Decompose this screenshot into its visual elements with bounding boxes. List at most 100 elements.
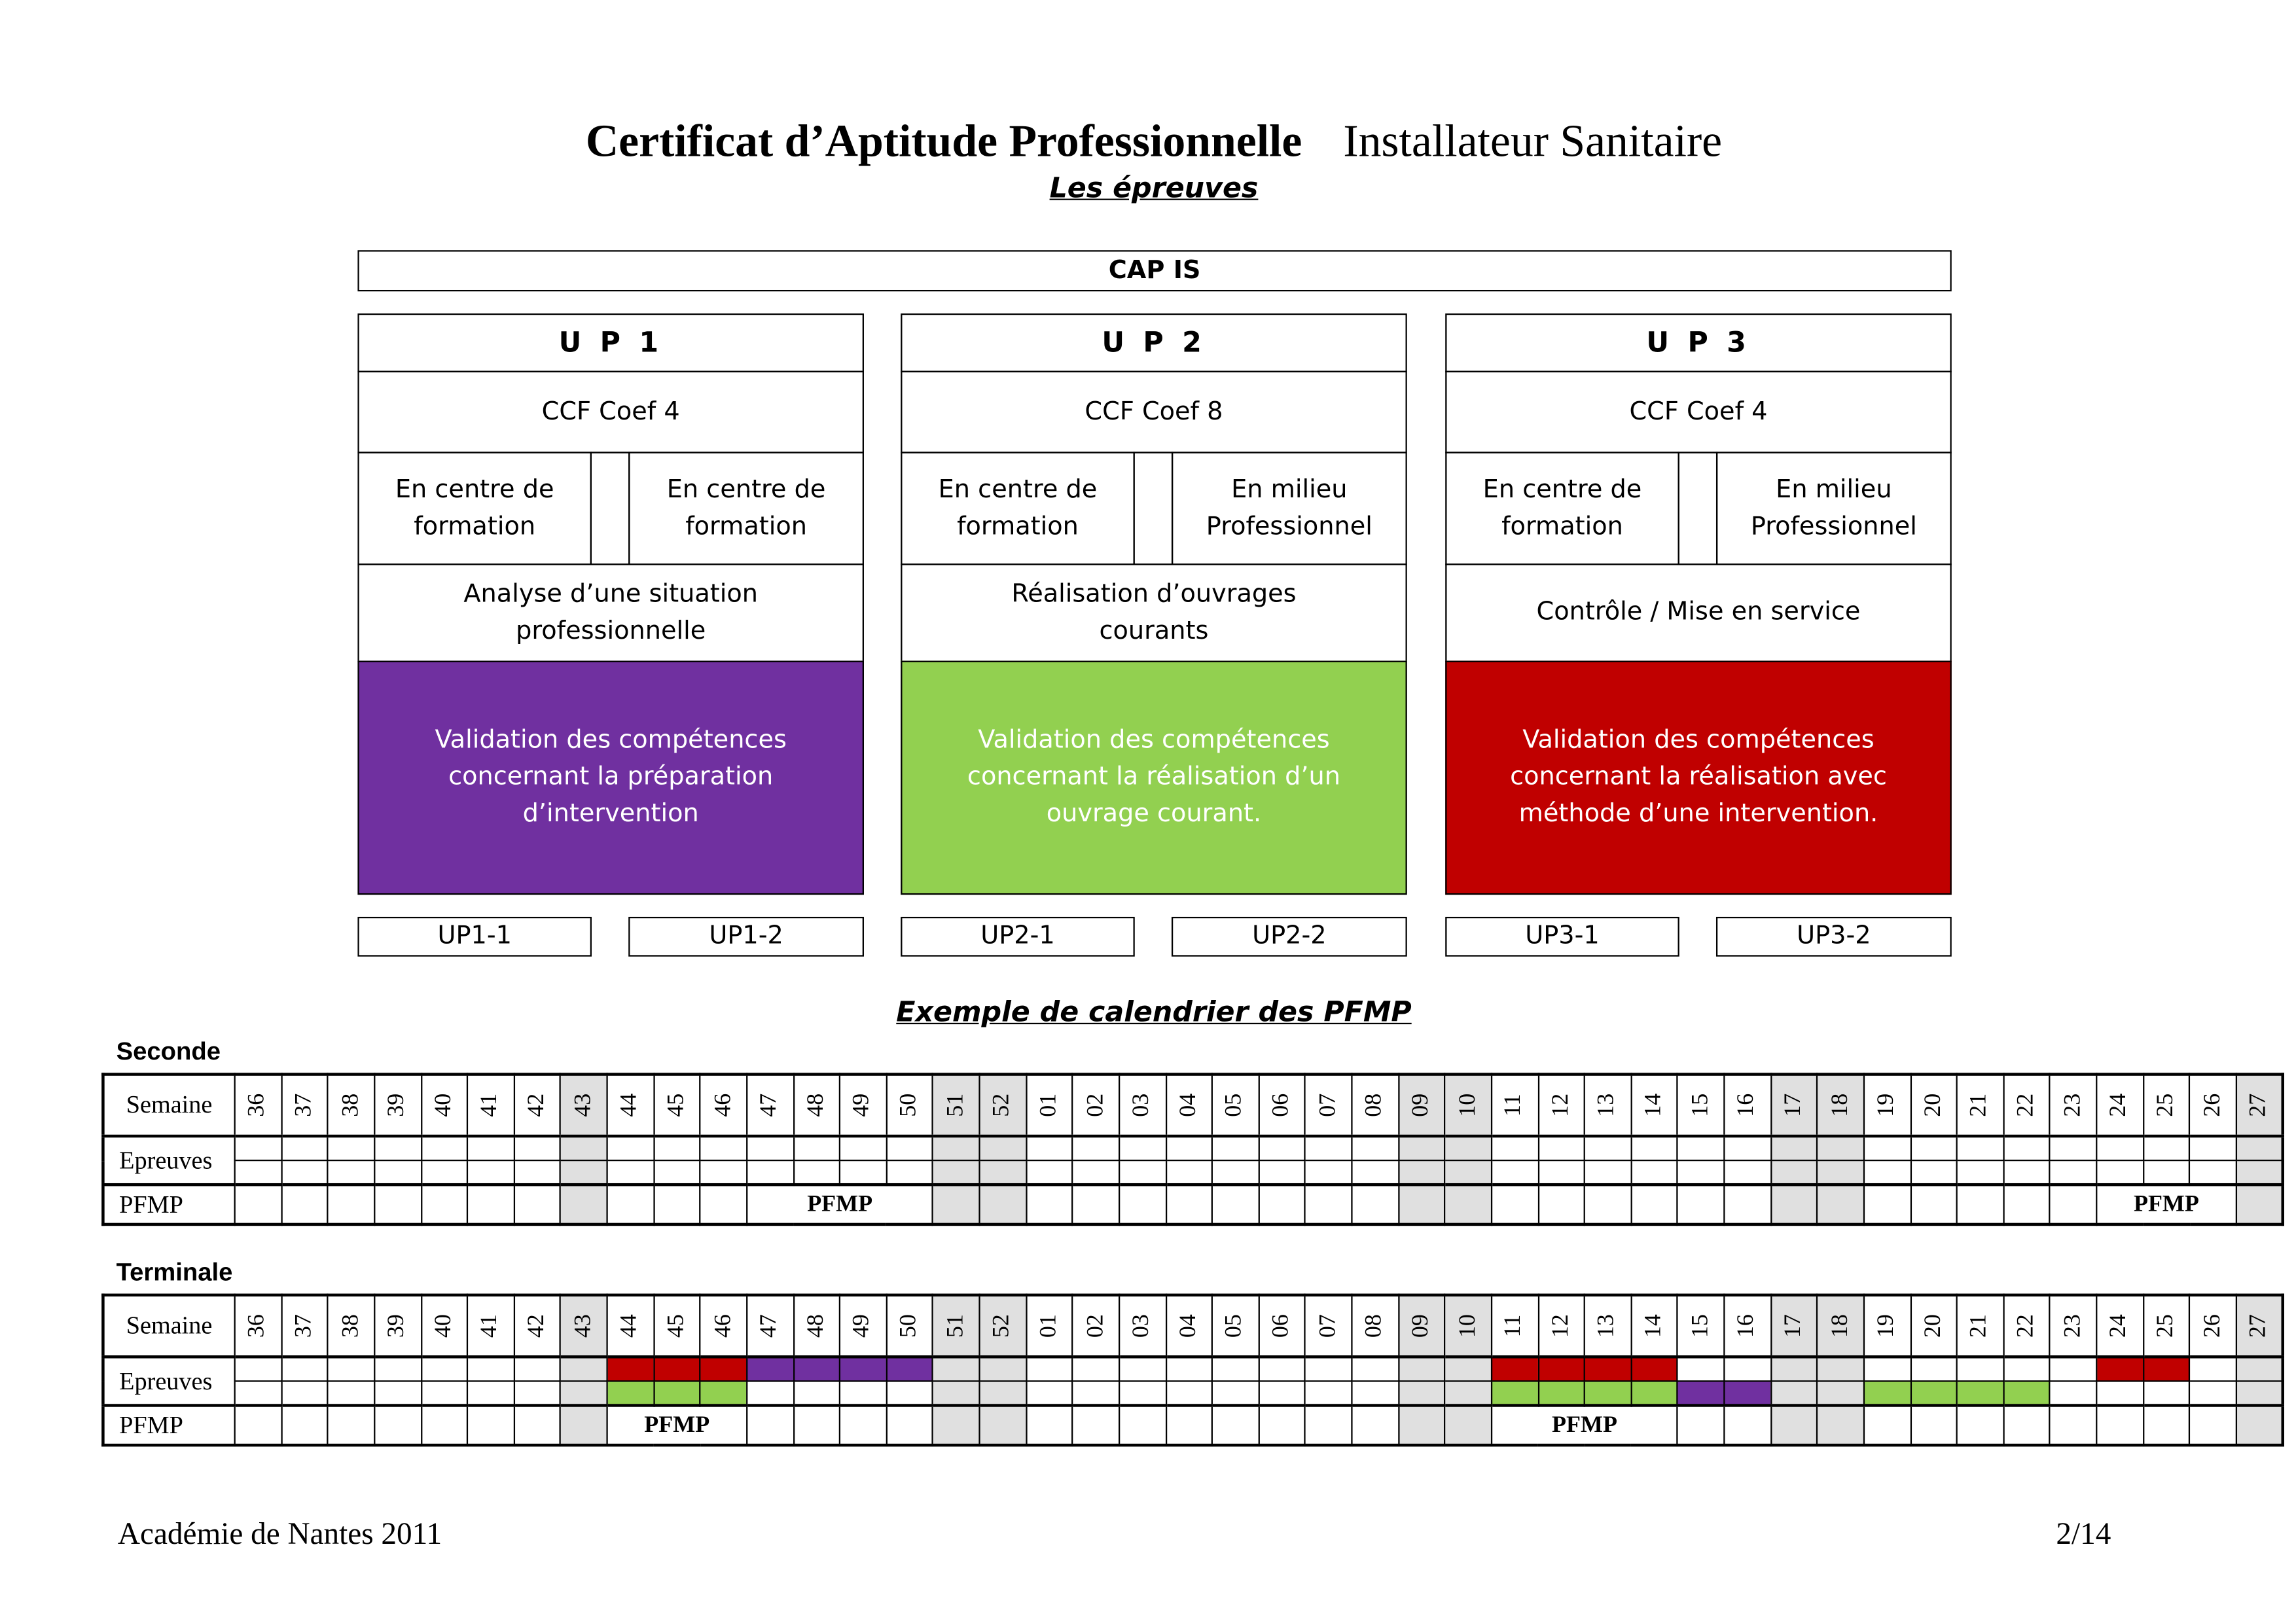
week-header: 27 xyxy=(2235,1294,2284,1358)
footer-left: Académie de Nantes 2011 xyxy=(117,1516,442,1552)
week-number: 18 xyxy=(1827,1093,1853,1117)
epreuve-cell xyxy=(1211,1160,1260,1186)
week-number: 52 xyxy=(989,1093,1015,1117)
unit-spacer xyxy=(590,452,630,565)
epreuve-cell xyxy=(2049,1380,2098,1406)
pfmp-cell xyxy=(1211,1183,1260,1226)
week-number: 47 xyxy=(757,1314,782,1338)
week-header: 09 xyxy=(1397,1073,1446,1137)
pfmp-cell xyxy=(327,1183,376,1226)
epreuve-cell xyxy=(978,1380,1027,1406)
unit-coef: CCF Coef 8 xyxy=(901,370,1407,454)
pfmp-cell xyxy=(653,1183,701,1226)
epreuve-cell xyxy=(1723,1134,1772,1162)
week-number: 04 xyxy=(1175,1093,1201,1117)
week-header: 44 xyxy=(606,1073,655,1137)
week-header: 06 xyxy=(1258,1073,1306,1137)
week-header: 36 xyxy=(234,1294,282,1358)
week-number: 41 xyxy=(477,1314,503,1338)
epreuve-cell xyxy=(1304,1160,1353,1186)
week-header: 38 xyxy=(327,1294,376,1358)
epreuve-cell xyxy=(467,1134,515,1162)
pfmp-cell xyxy=(1164,1404,1213,1446)
epreuve-cell xyxy=(513,1134,562,1162)
epreuve-cell xyxy=(1025,1160,1073,1186)
epreuve-cell xyxy=(280,1160,329,1186)
week-number: 18 xyxy=(1827,1314,1853,1338)
epreuve-cell xyxy=(1770,1355,1818,1382)
pfmp-cell xyxy=(1304,1183,1353,1226)
pfmp-cell xyxy=(2189,1404,2237,1446)
week-header: 15 xyxy=(1677,1294,1725,1358)
week-header: 24 xyxy=(2096,1294,2144,1358)
epreuve-cell xyxy=(1258,1355,1306,1382)
week-header: 13 xyxy=(1583,1294,1632,1358)
epreuve-cell xyxy=(1071,1160,1120,1186)
unit-left-place: En centre de formation xyxy=(901,452,1135,565)
epreuve-cell-green xyxy=(653,1380,701,1406)
epreuve-cell xyxy=(1071,1380,1120,1406)
epreuve-cell-red xyxy=(2096,1355,2144,1382)
epreuves-row: Epreuves xyxy=(102,1355,2284,1406)
epreuve-cell xyxy=(1677,1160,1725,1186)
epreuve-cell xyxy=(1583,1160,1632,1186)
epreuve-cell xyxy=(978,1134,1027,1162)
epreuve-cell xyxy=(792,1160,841,1186)
week-header: 45 xyxy=(653,1294,701,1358)
week-header: 22 xyxy=(2002,1294,2051,1358)
week-number: 22 xyxy=(2013,1093,2039,1117)
epreuve-cell xyxy=(420,1134,469,1162)
page-number: 2/14 xyxy=(2056,1516,2111,1552)
epreuve-cell xyxy=(745,1380,795,1406)
pfmp-cell xyxy=(420,1183,469,1226)
week-header: 47 xyxy=(745,1073,795,1137)
subtitle: Les épreuves xyxy=(1049,172,1259,205)
epreuve-cell xyxy=(1490,1134,1539,1162)
unit-left-place: En centre de formation xyxy=(1445,452,1679,565)
week-header: 17 xyxy=(1770,1294,1818,1358)
week-number: 20 xyxy=(1920,1314,1946,1338)
week-header: 07 xyxy=(1304,1073,1353,1137)
epreuve-cell xyxy=(1770,1160,1818,1186)
week-number: 05 xyxy=(1222,1314,1247,1338)
epreuve-cell xyxy=(1909,1134,1958,1162)
epreuve-cell xyxy=(1118,1355,1167,1382)
week-header: 26 xyxy=(2189,1294,2237,1358)
epreuve-cell xyxy=(2142,1160,2191,1186)
epreuve-cell xyxy=(2235,1380,2284,1406)
epreuve-cell xyxy=(653,1160,701,1186)
week-header: 11 xyxy=(1490,1073,1539,1137)
pfmp-cell xyxy=(1583,1183,1632,1226)
week-number: 21 xyxy=(1967,1093,1992,1117)
unit-right-place: En centre de formation xyxy=(628,452,864,565)
pfmp-cell xyxy=(1677,1404,1725,1446)
week-number: 06 xyxy=(1268,1093,1294,1117)
week-number: 05 xyxy=(1222,1093,1247,1117)
week-number: 36 xyxy=(244,1314,270,1338)
row-label-semaine: Semaine xyxy=(102,1294,236,1358)
epreuve-cell xyxy=(1537,1134,1586,1162)
week-header: 03 xyxy=(1118,1073,1167,1137)
epreuve-cell xyxy=(1863,1355,1911,1382)
week-header: 12 xyxy=(1537,1294,1586,1358)
pfmp-cell xyxy=(1863,1183,1911,1226)
epreuve-cell xyxy=(560,1160,608,1186)
week-header: 01 xyxy=(1025,1073,1073,1137)
epreuve-cell xyxy=(1304,1380,1353,1406)
epreuve-cell xyxy=(2049,1134,2098,1162)
week-header: 52 xyxy=(978,1294,1027,1358)
epreuve-cell xyxy=(420,1380,469,1406)
week-number: 25 xyxy=(2153,1314,2178,1338)
epreuve-cell xyxy=(886,1134,934,1162)
epreuve-cell-red xyxy=(1490,1355,1539,1382)
pfmp-cell xyxy=(1677,1183,1725,1226)
pfmp-cell xyxy=(1816,1183,1865,1226)
pfmp-cell xyxy=(1863,1404,1911,1446)
pfmp-cell xyxy=(1816,1404,1865,1446)
pfmp-cell xyxy=(886,1404,934,1446)
week-number: 11 xyxy=(1501,1314,1527,1338)
epreuve-cell xyxy=(1630,1134,1679,1162)
epreuve-cell xyxy=(420,1355,469,1382)
